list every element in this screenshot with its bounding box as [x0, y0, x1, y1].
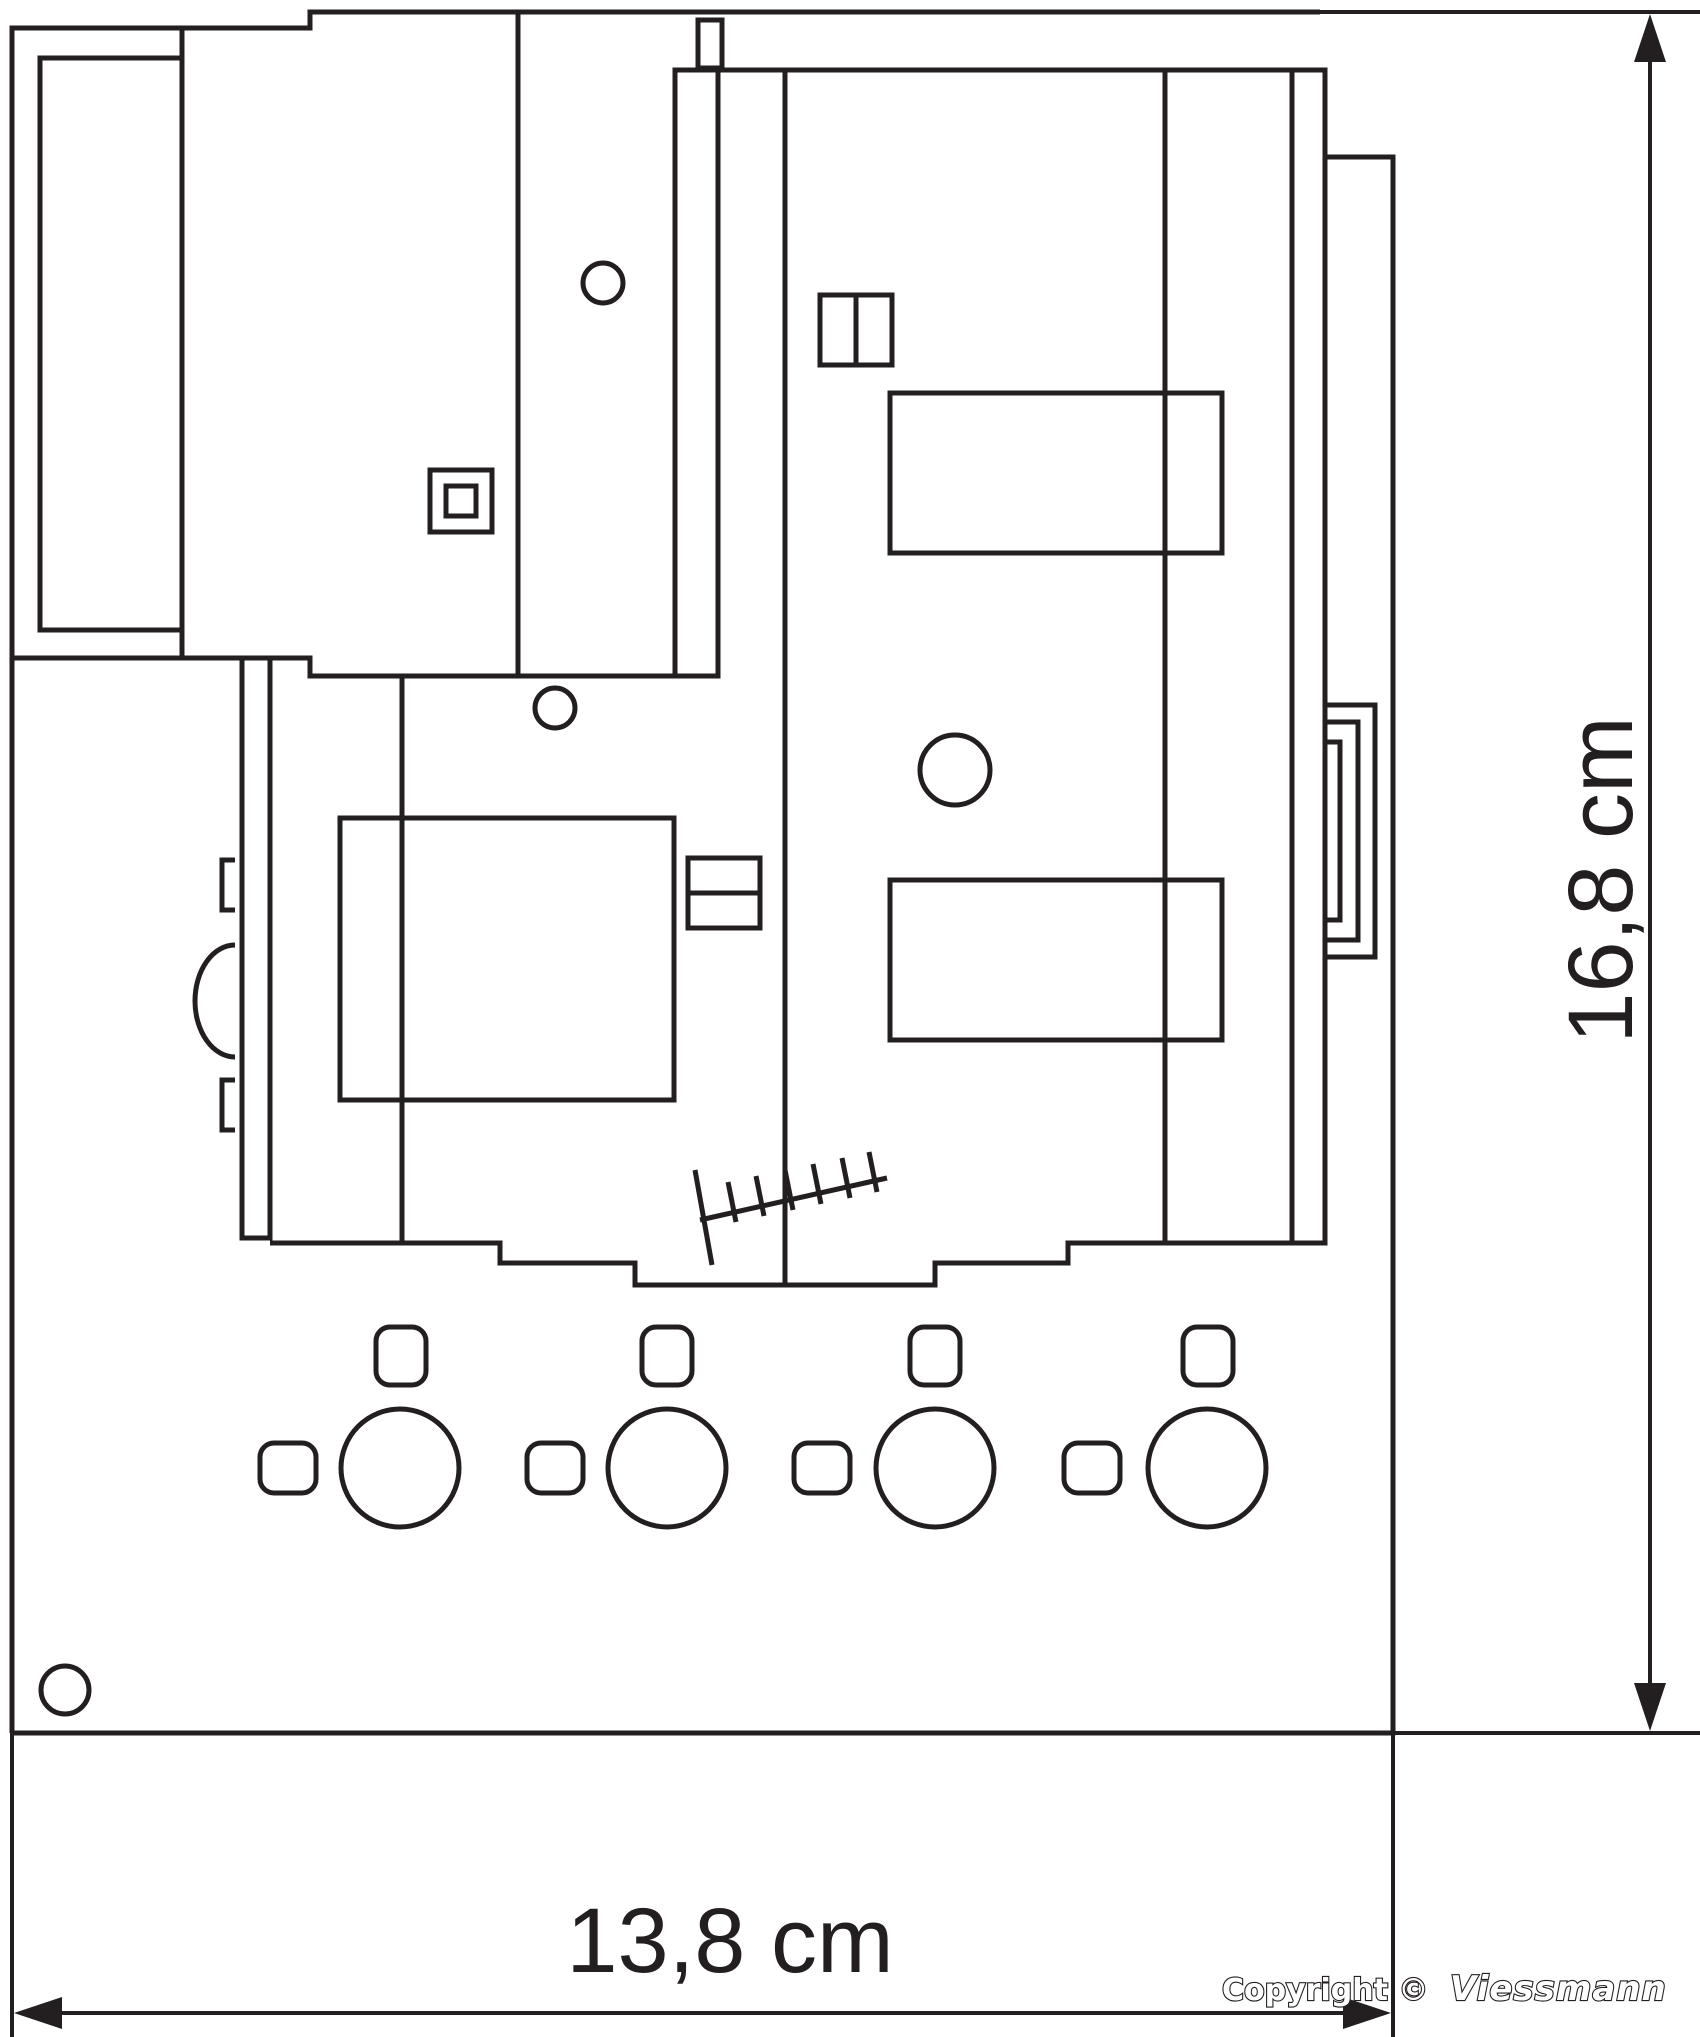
left-wing	[9, 9, 688, 679]
mounting-hole	[38, 1663, 92, 1717]
pole-group-2	[524, 1324, 729, 1530]
lower-small-circle	[532, 685, 578, 731]
copyright-prefix: Copyright ©	[1222, 1973, 1428, 2008]
antenna	[692, 1151, 888, 1266]
right-center-circle	[917, 732, 993, 808]
width-label: 13,8 cm	[566, 1890, 893, 1992]
right-lower-panel	[887, 877, 1225, 1043]
pole-group-3	[791, 1324, 997, 1530]
height-arrow-top	[1634, 14, 1666, 62]
upper-square-vent	[427, 467, 495, 535]
right-upper-panel	[887, 390, 1225, 556]
height-arrow-bottom	[1634, 1683, 1666, 1731]
upper-chimney-circle	[580, 260, 626, 306]
brand-logo-text: Viessmann	[1450, 1969, 1667, 2009]
lower-left-block	[192, 658, 785, 1288]
lower-square-room	[337, 815, 677, 1103]
height-dimension: 16,8 cm	[1320, 10, 1700, 1735]
height-label: 16,8 cm	[1550, 716, 1652, 1043]
copyright-notice: Copyright © Viessmann	[1221, 1968, 1667, 2010]
width-dimension: 13,8 cm	[10, 1733, 1395, 2037]
base-plate	[9, 9, 1396, 1736]
pole-group-1	[257, 1324, 462, 1530]
width-arrow-left	[14, 1997, 62, 2029]
upper-block	[427, 14, 725, 679]
right-main-block	[718, 67, 1378, 1288]
width-arrow-right	[1343, 1997, 1391, 2029]
pole-group-4	[1061, 1324, 1269, 1530]
